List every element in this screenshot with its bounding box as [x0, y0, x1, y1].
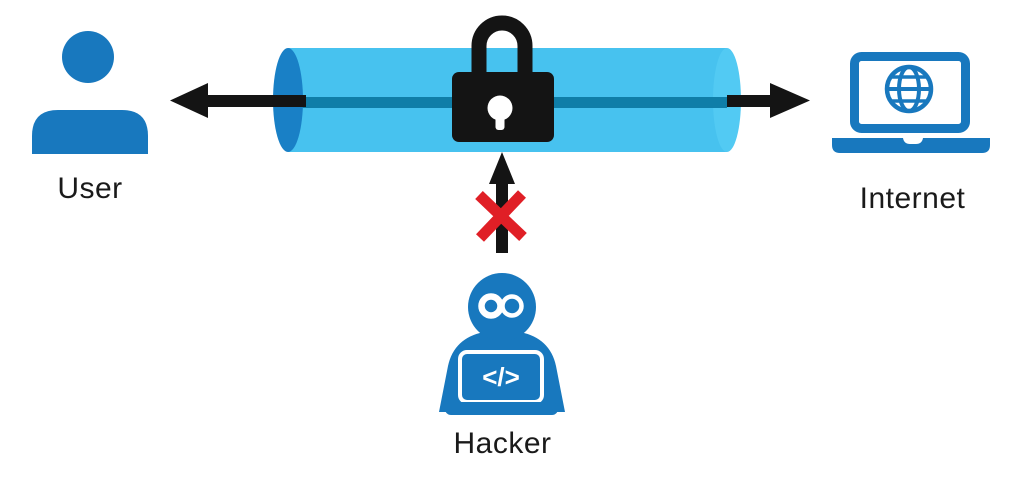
keyhole: [487, 95, 513, 121]
padlock-shackle: [471, 15, 533, 77]
arrow-right-icon: [727, 83, 810, 118]
laptop-screen: [850, 52, 970, 133]
laptop-base: [832, 138, 990, 153]
globe-icon: [884, 64, 934, 114]
hacker-laptop-base: [445, 402, 558, 415]
hacker-attack-arrow: [475, 152, 527, 253]
user-person-icon: [32, 31, 148, 154]
infinity-glasses-icon: [478, 293, 524, 319]
blocked-x-icon: [475, 190, 527, 242]
hacker-attack-arrow-icon: [489, 152, 515, 253]
arrow-left-icon: [170, 83, 306, 118]
user-label: User: [57, 172, 123, 205]
laptop-globe-icon: [832, 52, 990, 153]
padlock-icon: [452, 15, 554, 142]
hacker-laptop-icon: </>: [439, 273, 565, 415]
keyhole-stem: [495, 115, 505, 130]
internet-label: Internet: [859, 182, 966, 215]
code-glyph: </>: [482, 362, 520, 392]
hacker-label: Hacker: [453, 427, 552, 460]
